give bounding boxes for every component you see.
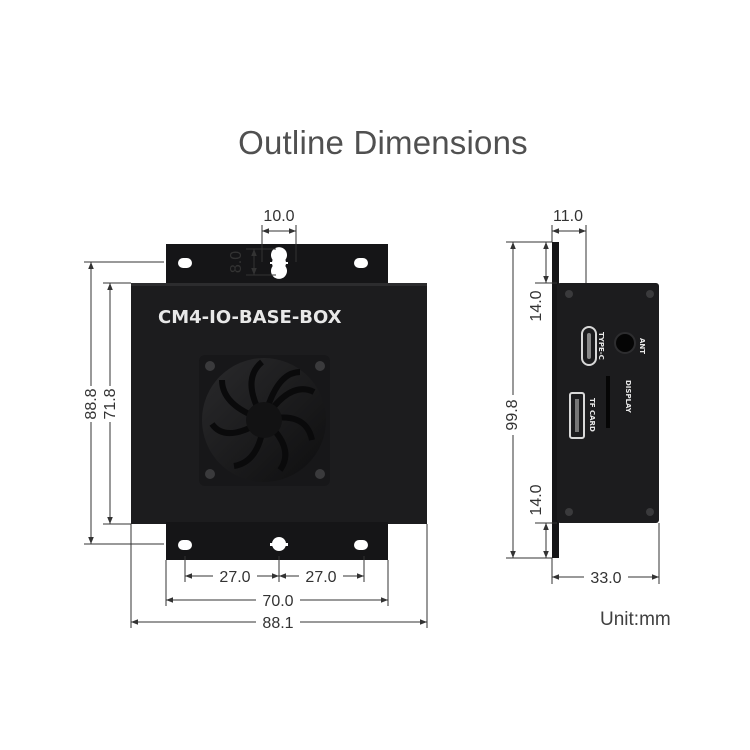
front-dimension-values: 10.0 8.0 88.8 71.8 27.0 27.0 70.0 88.1 xyxy=(82,207,343,632)
port-label-display: DISPLAY xyxy=(624,380,632,414)
front-view: CM4-IO-BASE-BOX xyxy=(131,244,427,560)
device-label: CM4-IO-BASE-BOX xyxy=(158,307,342,328)
dim-total-height: 99.8 xyxy=(504,399,521,430)
unit-label: Unit:mm xyxy=(600,609,671,630)
dim-mount-hole-width: 10.0 xyxy=(263,208,294,225)
mount-slot xyxy=(354,540,368,550)
mount-slot xyxy=(178,258,192,268)
dim-body-height: 71.8 xyxy=(102,388,119,419)
display-slot xyxy=(606,376,610,428)
dim-top-offset: 14.0 xyxy=(528,290,545,321)
port-label-tf-card: TF CARD xyxy=(588,398,596,432)
dim-hole-spacing-right: 27.0 xyxy=(305,569,336,586)
dim-depth: 33.0 xyxy=(590,570,621,587)
dim-bottom-offset: 14.0 xyxy=(528,484,545,515)
type-c-port xyxy=(581,326,597,366)
port-label-ant: ANT xyxy=(638,338,646,354)
tf-card-slot xyxy=(569,392,585,439)
side-view: ANT TYPE-C DISPLAY TF CARD xyxy=(552,242,659,558)
antenna-port xyxy=(614,332,636,354)
mount-slot xyxy=(354,258,368,268)
dim-outer-height: 88.8 xyxy=(83,388,100,419)
page-title: Outline Dimensions xyxy=(238,124,528,161)
mount-slot xyxy=(178,540,192,550)
side-flange xyxy=(552,242,559,558)
port-label-type-c: TYPE-C xyxy=(597,332,605,360)
dim-hole-spacing-left: 27.0 xyxy=(219,569,250,586)
dim-mount-hole-height: 8.0 xyxy=(228,251,245,273)
dim-total-width: 88.1 xyxy=(262,615,293,632)
dim-flange-width: 70.0 xyxy=(262,593,293,610)
dim-flange-thickness: 11.0 xyxy=(553,208,583,225)
fan-icon xyxy=(199,355,330,486)
side-dimension-values: 11.0 14.0 99.8 14.0 33.0 xyxy=(503,207,628,587)
